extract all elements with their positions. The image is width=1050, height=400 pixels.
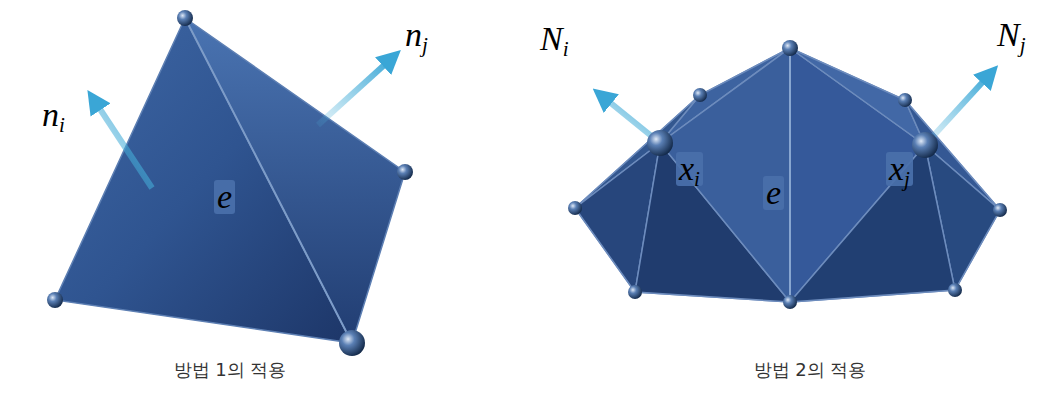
vertex (568, 201, 582, 215)
left-mesh (47, 10, 413, 356)
vertex (693, 88, 707, 102)
shared-edge (185, 18, 352, 343)
figure-caption: 방법 1의 적용 (174, 361, 287, 379)
normal-arrow (318, 58, 392, 125)
mesh-outline (575, 48, 1000, 302)
triangle (790, 145, 955, 302)
vertex (177, 10, 193, 26)
normal-arrow (925, 74, 990, 145)
right-mesh (575, 48, 1000, 302)
vertex-xi (647, 130, 673, 156)
right-vertices (568, 40, 1007, 309)
triangle (185, 18, 405, 343)
triangle (660, 48, 790, 302)
vertex (783, 295, 797, 309)
triangle (790, 48, 925, 145)
edge-label: e (763, 176, 784, 210)
vertex (948, 283, 962, 297)
vertex (782, 40, 798, 56)
figure-caption: 방법 2의 적용 (754, 361, 867, 379)
vertex-label: xj (886, 152, 913, 186)
normal-label: ni (42, 98, 65, 132)
vertex (628, 285, 642, 299)
vertex-label: xi (676, 152, 703, 186)
normal-arrow (94, 100, 152, 188)
vertex (898, 93, 912, 107)
normal-label: nj (405, 18, 428, 52)
vertex-xj (912, 132, 938, 158)
vertex (993, 203, 1007, 217)
edge-label: e (214, 180, 235, 214)
vertex (339, 330, 365, 356)
shared-edge (789, 48, 791, 302)
normal-label: Nj (997, 18, 1026, 52)
vertex (47, 292, 63, 308)
vertex (397, 164, 413, 180)
normal-label: Ni (540, 22, 569, 56)
